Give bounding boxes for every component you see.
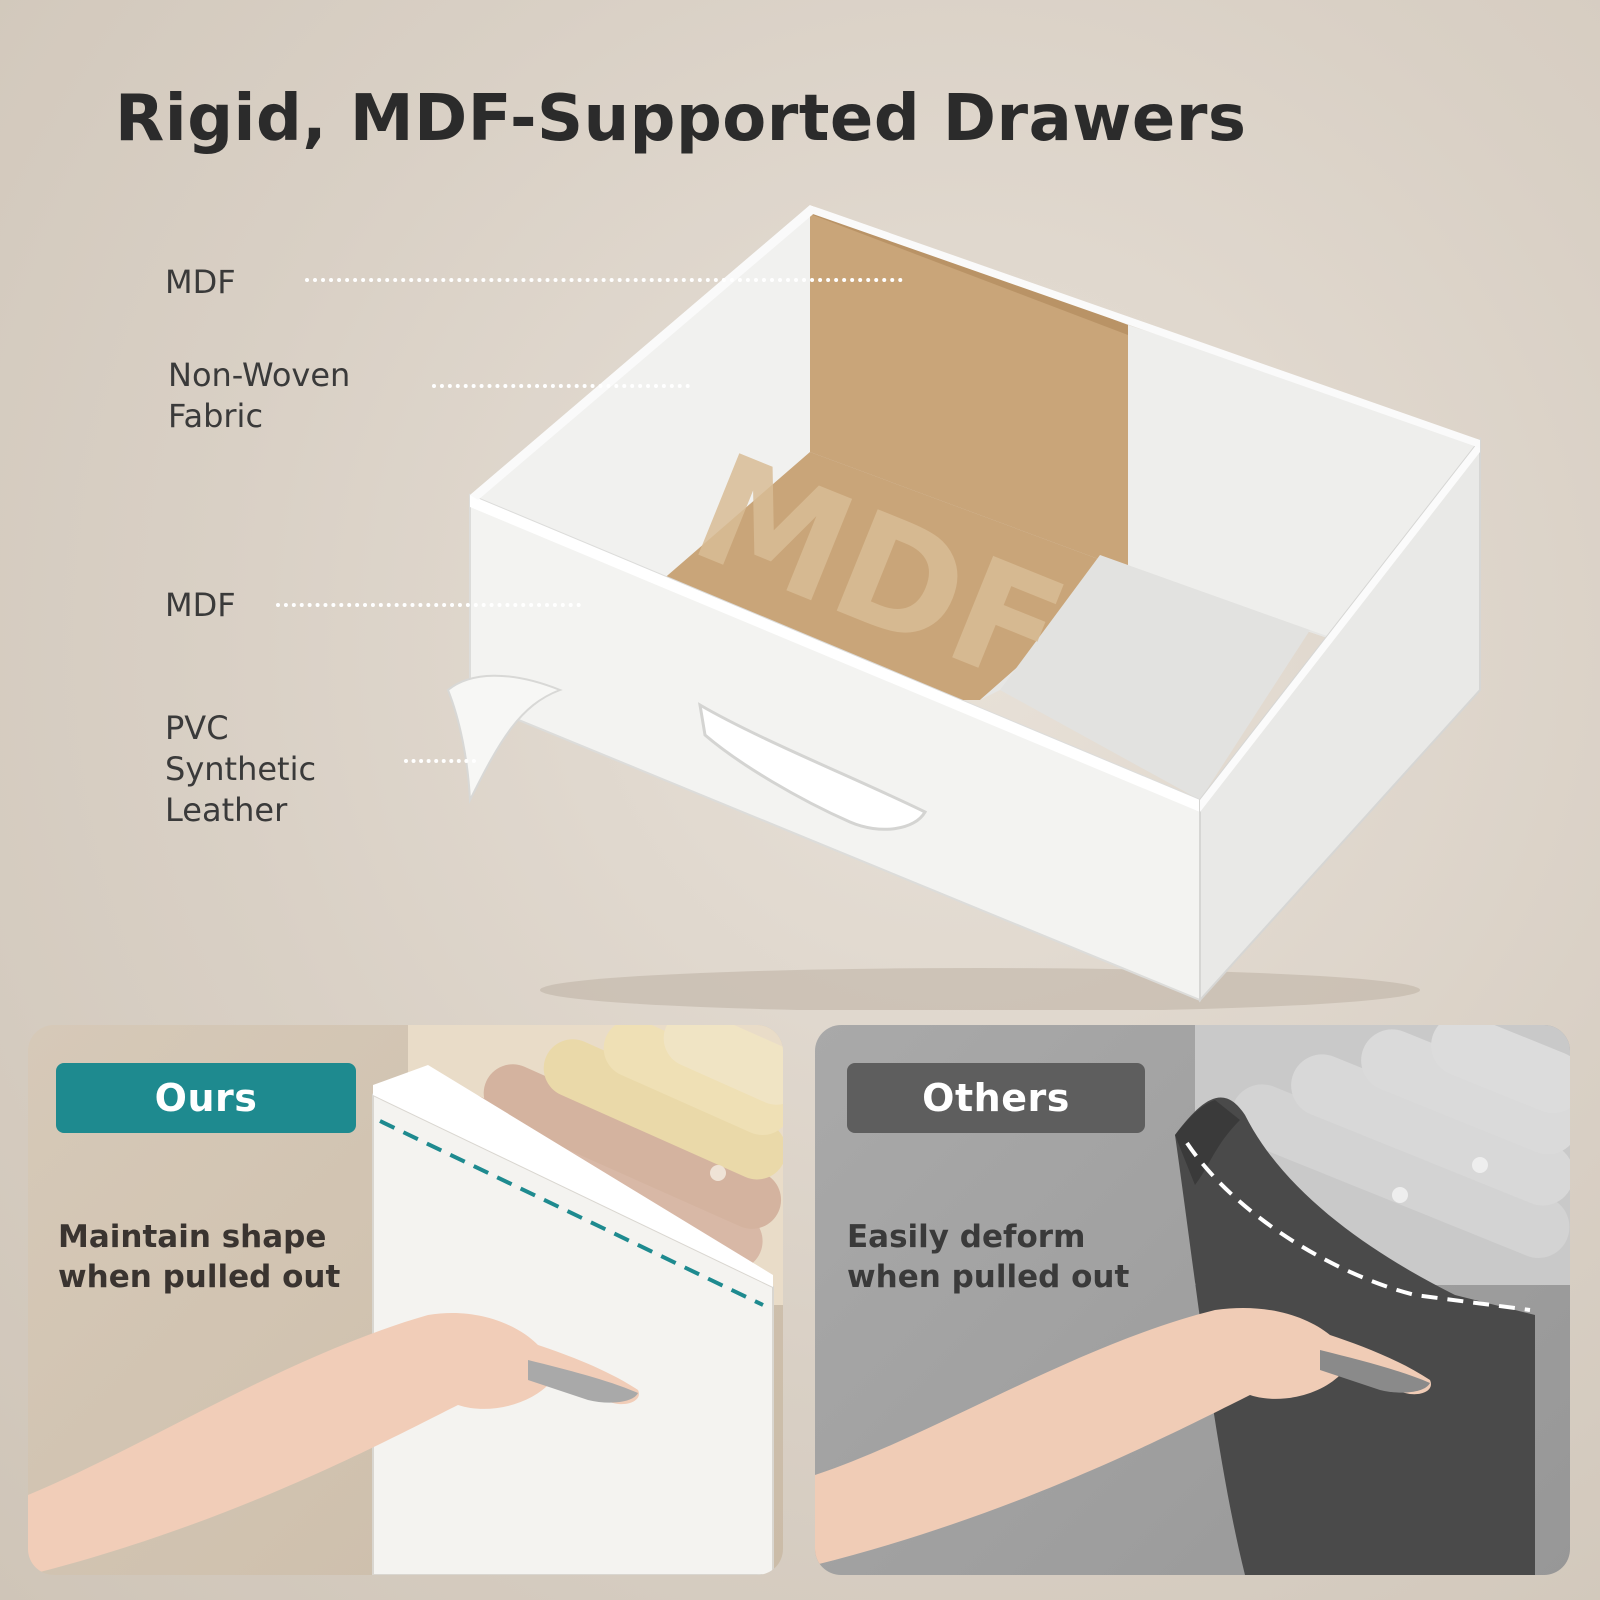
others-description: Easily deform when pulled out — [847, 1219, 1130, 1295]
deformed-edge-guide — [1185, 1141, 1531, 1312]
drawer-handle-icon — [697, 702, 928, 831]
others-badge: Others — [847, 1063, 1145, 1133]
drawer-side-panel — [1199, 437, 1481, 1003]
drawer-illustration: MDF — [446, 205, 1481, 1010]
ours-badge: Ours — [56, 1063, 356, 1133]
handle-icon — [1320, 1350, 1430, 1393]
hand-icon — [28, 1313, 639, 1575]
comparison-panel-ours: Ours Maintain shape when pulled out — [28, 1025, 783, 1575]
ours-description: Maintain shape when pulled out — [58, 1219, 341, 1295]
comparison-panel-others: Others Easily deform when pulled out — [815, 1025, 1570, 1575]
hand-icon — [815, 1307, 1431, 1565]
page-title: Rigid, MDF-Supported Drawers — [115, 82, 1247, 156]
handle-icon — [528, 1360, 638, 1403]
ours-drawer-illustration — [28, 1025, 783, 1575]
straight-edge-guide — [379, 1119, 764, 1307]
others-drawer-illustration — [815, 1025, 1570, 1575]
peeled-fabric-icon — [446, 674, 563, 804]
